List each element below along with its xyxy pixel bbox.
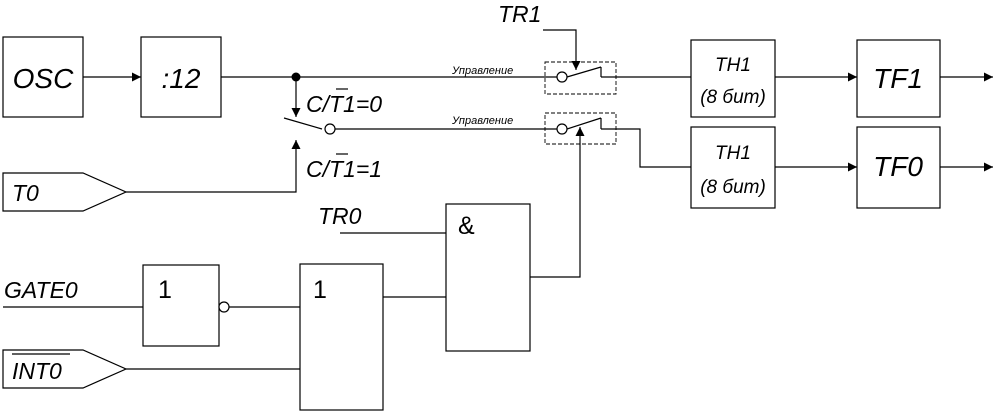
t0-wire bbox=[126, 140, 301, 193]
control-switch-top-blade bbox=[566, 66, 602, 78]
t0-input-label: T0 bbox=[12, 180, 39, 206]
control-bottom-label: Управление bbox=[451, 115, 513, 127]
tr1-label: TR1 bbox=[498, 1, 541, 27]
mode-switch-contact bbox=[324, 123, 336, 135]
tf1-label: TF1 bbox=[873, 63, 923, 94]
not-gate-inversion-bubble bbox=[218, 301, 230, 313]
tf0-block bbox=[856, 126, 941, 209]
t0-input-connector bbox=[2, 172, 128, 212]
gate0-input-label: GATE0 bbox=[4, 277, 78, 303]
divider-block bbox=[140, 36, 222, 118]
or-gate-symbol: 1 bbox=[313, 276, 327, 304]
th1-top-bits: (8 бит) bbox=[700, 87, 766, 108]
tf0-label: TF0 bbox=[873, 151, 923, 182]
not-gate bbox=[142, 264, 220, 347]
int0-input-connector bbox=[2, 349, 128, 389]
control-switch-bottom-contact bbox=[556, 123, 568, 135]
bottom-switch-to-th1-wire bbox=[601, 128, 691, 168]
th1-bottom-label: TH1 bbox=[715, 143, 751, 164]
tr0-label: TR0 bbox=[318, 203, 362, 229]
control-top-label: Управление bbox=[451, 65, 513, 77]
and-gate-output-wire bbox=[530, 127, 585, 278]
osc-label: OSC bbox=[13, 63, 74, 94]
th1-bottom-bits: (8 бит) bbox=[700, 177, 766, 198]
tr1-wire bbox=[543, 29, 581, 70]
mode-switch-blade bbox=[283, 117, 323, 130]
osc-block bbox=[2, 36, 84, 118]
or-gate bbox=[299, 263, 384, 411]
control-switch-top-contact bbox=[556, 71, 568, 83]
th1-top-label: TH1 bbox=[715, 55, 751, 76]
ct-one-label: C/T1=1 bbox=[306, 156, 382, 182]
tf1-block bbox=[856, 39, 941, 118]
int0-input-label: INT0 bbox=[12, 358, 62, 384]
control-switch-bottom-blade bbox=[566, 117, 602, 130]
not-gate-symbol: 1 bbox=[158, 276, 172, 304]
th1-top-block bbox=[690, 39, 776, 118]
and-gate bbox=[445, 203, 531, 352]
ct-zero-label: C/T1=0 bbox=[306, 91, 382, 117]
divider-label: :12 bbox=[162, 63, 201, 94]
control-switch-top-frame bbox=[544, 61, 617, 95]
and-gate-symbol: & bbox=[458, 212, 475, 240]
